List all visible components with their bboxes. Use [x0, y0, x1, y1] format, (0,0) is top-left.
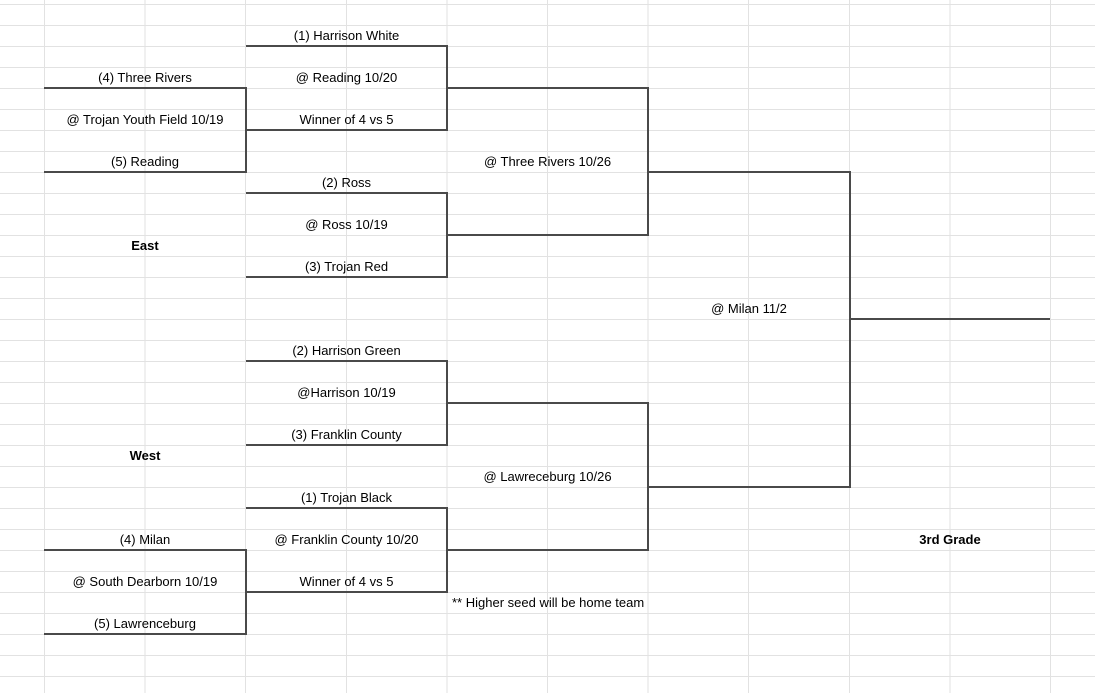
bracket-line — [246, 129, 447, 131]
cell-west-seed5[interactable]: (5) Lawrenceburg — [94, 616, 196, 631]
bracket-line — [447, 549, 648, 551]
cell-east-game45-venue[interactable]: @ Trojan Youth Field 10/19 — [66, 112, 224, 127]
bracket-line — [446, 507, 448, 593]
bracket-line — [447, 402, 648, 404]
cell-west-seed1[interactable]: (1) Trojan Black — [300, 490, 393, 505]
bracket-line — [44, 87, 246, 89]
cell-east-seed4[interactable]: (4) Three Rivers — [98, 70, 192, 85]
cell-east-seed3[interactable]: (3) Trojan Red — [304, 259, 389, 274]
bracket-line — [246, 591, 447, 593]
bracket-line — [246, 192, 447, 194]
bracket-line — [447, 234, 648, 236]
cell-east-game1-opponent[interactable]: Winner of 4 vs 5 — [299, 112, 394, 127]
cell-championship-venue[interactable]: @ Milan 11/2 — [711, 301, 787, 316]
bracket-line — [245, 549, 247, 635]
cell-east-semifinal-venue[interactable]: @ Three Rivers 10/26 — [483, 154, 612, 169]
bracket-line — [246, 276, 447, 278]
bracket-line — [44, 633, 246, 635]
cell-west-seed2[interactable]: (2) Harrison Green — [292, 343, 401, 358]
cell-east-game1-venue[interactable]: @ Reading 10/20 — [295, 70, 398, 85]
bracket-line — [447, 87, 648, 89]
grade-title[interactable]: 3rd Grade — [919, 532, 981, 547]
east-division-header[interactable]: East — [131, 238, 159, 253]
cell-west-game23-venue[interactable]: @Harrison 10/19 — [297, 385, 396, 400]
cell-west-seed3[interactable]: (3) Franklin County — [291, 427, 402, 442]
bracket-line — [44, 171, 246, 173]
championship-line — [850, 318, 1050, 320]
bracket-line — [246, 360, 447, 362]
cell-west-semifinal-venue[interactable]: @ Lawreceburg 10/26 — [483, 469, 612, 484]
bracket-line — [648, 171, 850, 173]
bracket-line — [647, 87, 649, 236]
bracket-line — [446, 192, 448, 278]
cell-west-game1-opponent[interactable]: Winner of 4 vs 5 — [299, 574, 394, 589]
bracket-line — [246, 45, 447, 47]
cell-east-seed5[interactable]: (5) Reading — [111, 154, 179, 169]
cell-east-seed2[interactable]: (2) Ross — [321, 175, 372, 190]
bracket-line — [246, 507, 447, 509]
bracket-line — [647, 402, 649, 551]
cell-west-game45-venue[interactable]: @ South Dearborn 10/19 — [72, 574, 218, 589]
bracket-line — [246, 444, 447, 446]
home-team-note[interactable]: ** Higher seed will be home team — [452, 595, 645, 610]
bracket-line — [44, 549, 246, 551]
bracket-line — [849, 171, 851, 488]
west-division-header[interactable]: West — [129, 448, 161, 463]
cell-east-game23-venue[interactable]: @ Ross 10/19 — [305, 217, 388, 232]
bracket-line — [648, 486, 850, 488]
cell-west-seed4[interactable]: (4) Milan — [119, 532, 171, 547]
cell-west-game1-venue[interactable]: @ Franklin County 10/20 — [274, 532, 419, 547]
cell-east-seed1[interactable]: (1) Harrison White — [293, 28, 400, 43]
